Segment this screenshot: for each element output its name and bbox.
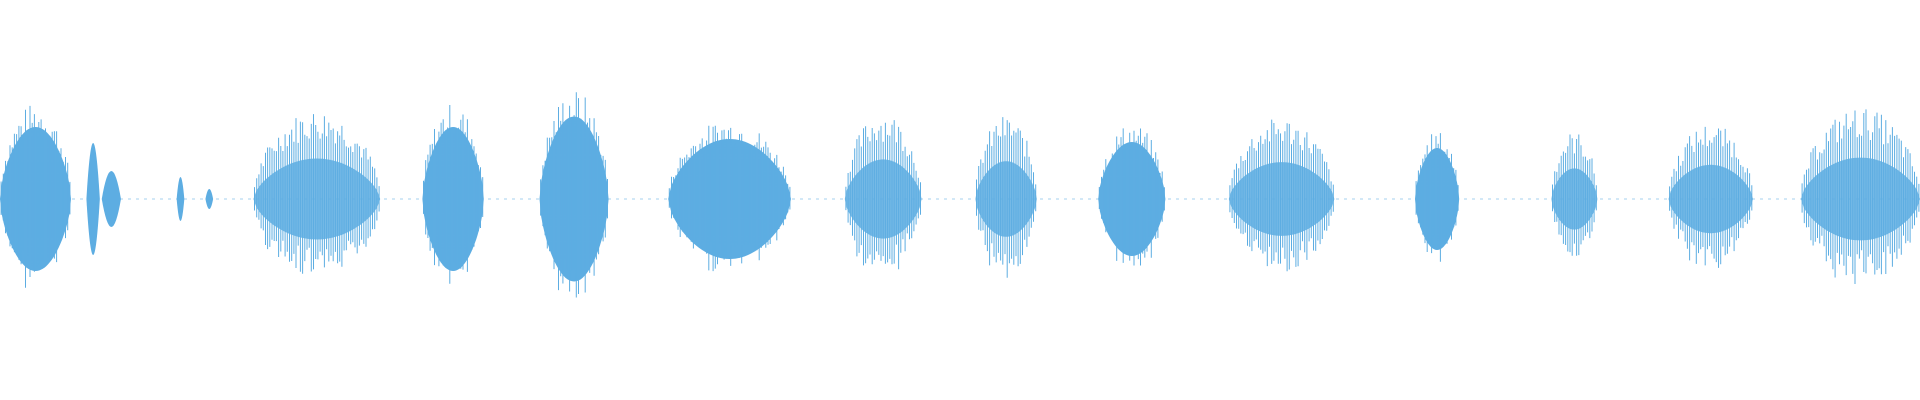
waveform-segment-4 xyxy=(176,177,185,221)
waveform-segment-17 xyxy=(1801,109,1920,284)
waveform-segment-3 xyxy=(101,171,121,227)
waveform-segment-14 xyxy=(1415,133,1460,262)
waveform-spikes xyxy=(0,105,71,288)
waveform-envelope xyxy=(668,139,791,259)
waveform-blip xyxy=(101,171,121,227)
waveform-segment-2 xyxy=(86,143,100,255)
waveform-envelope xyxy=(0,127,71,271)
waveform-segment-16 xyxy=(1668,126,1753,268)
waveform-envelope xyxy=(1228,162,1335,236)
waveform-spikes xyxy=(1415,133,1459,262)
waveform-segment-7 xyxy=(422,105,484,284)
waveform-segment-1 xyxy=(0,105,71,288)
waveform-segment-10 xyxy=(844,120,922,270)
waveform-envelope xyxy=(1801,157,1920,241)
waveform-envelope xyxy=(1415,148,1460,250)
waveform-segment-12 xyxy=(1098,128,1166,266)
waveform-segment-15 xyxy=(1551,134,1598,256)
waveform-envelope xyxy=(975,161,1037,237)
waveform-spikes xyxy=(1098,128,1165,266)
waveform-spikes xyxy=(976,117,1037,278)
waveform-spikes xyxy=(1552,134,1597,256)
waveform-blip xyxy=(176,177,185,221)
waveform-segment-8 xyxy=(539,92,609,298)
waveform-segment-6 xyxy=(253,114,381,274)
waveform-spikes xyxy=(540,92,608,298)
waveform-envelope xyxy=(422,127,484,271)
waveform-bursts xyxy=(0,92,1920,298)
waveform-segment-9 xyxy=(668,125,791,272)
waveform-segment-5 xyxy=(205,189,214,209)
waveform-spikes xyxy=(845,120,921,270)
waveform-blip xyxy=(205,189,214,209)
waveform-segment-11 xyxy=(975,117,1037,278)
waveform-spikes xyxy=(254,114,380,274)
waveform-spikes xyxy=(668,125,791,272)
waveform-blip xyxy=(86,143,100,255)
waveform-spikes xyxy=(1229,119,1334,272)
waveform-spikes xyxy=(1669,126,1753,268)
waveform-segment-13 xyxy=(1228,119,1335,272)
waveform-spikes xyxy=(423,105,484,284)
waveform-spikes xyxy=(1801,109,1920,284)
